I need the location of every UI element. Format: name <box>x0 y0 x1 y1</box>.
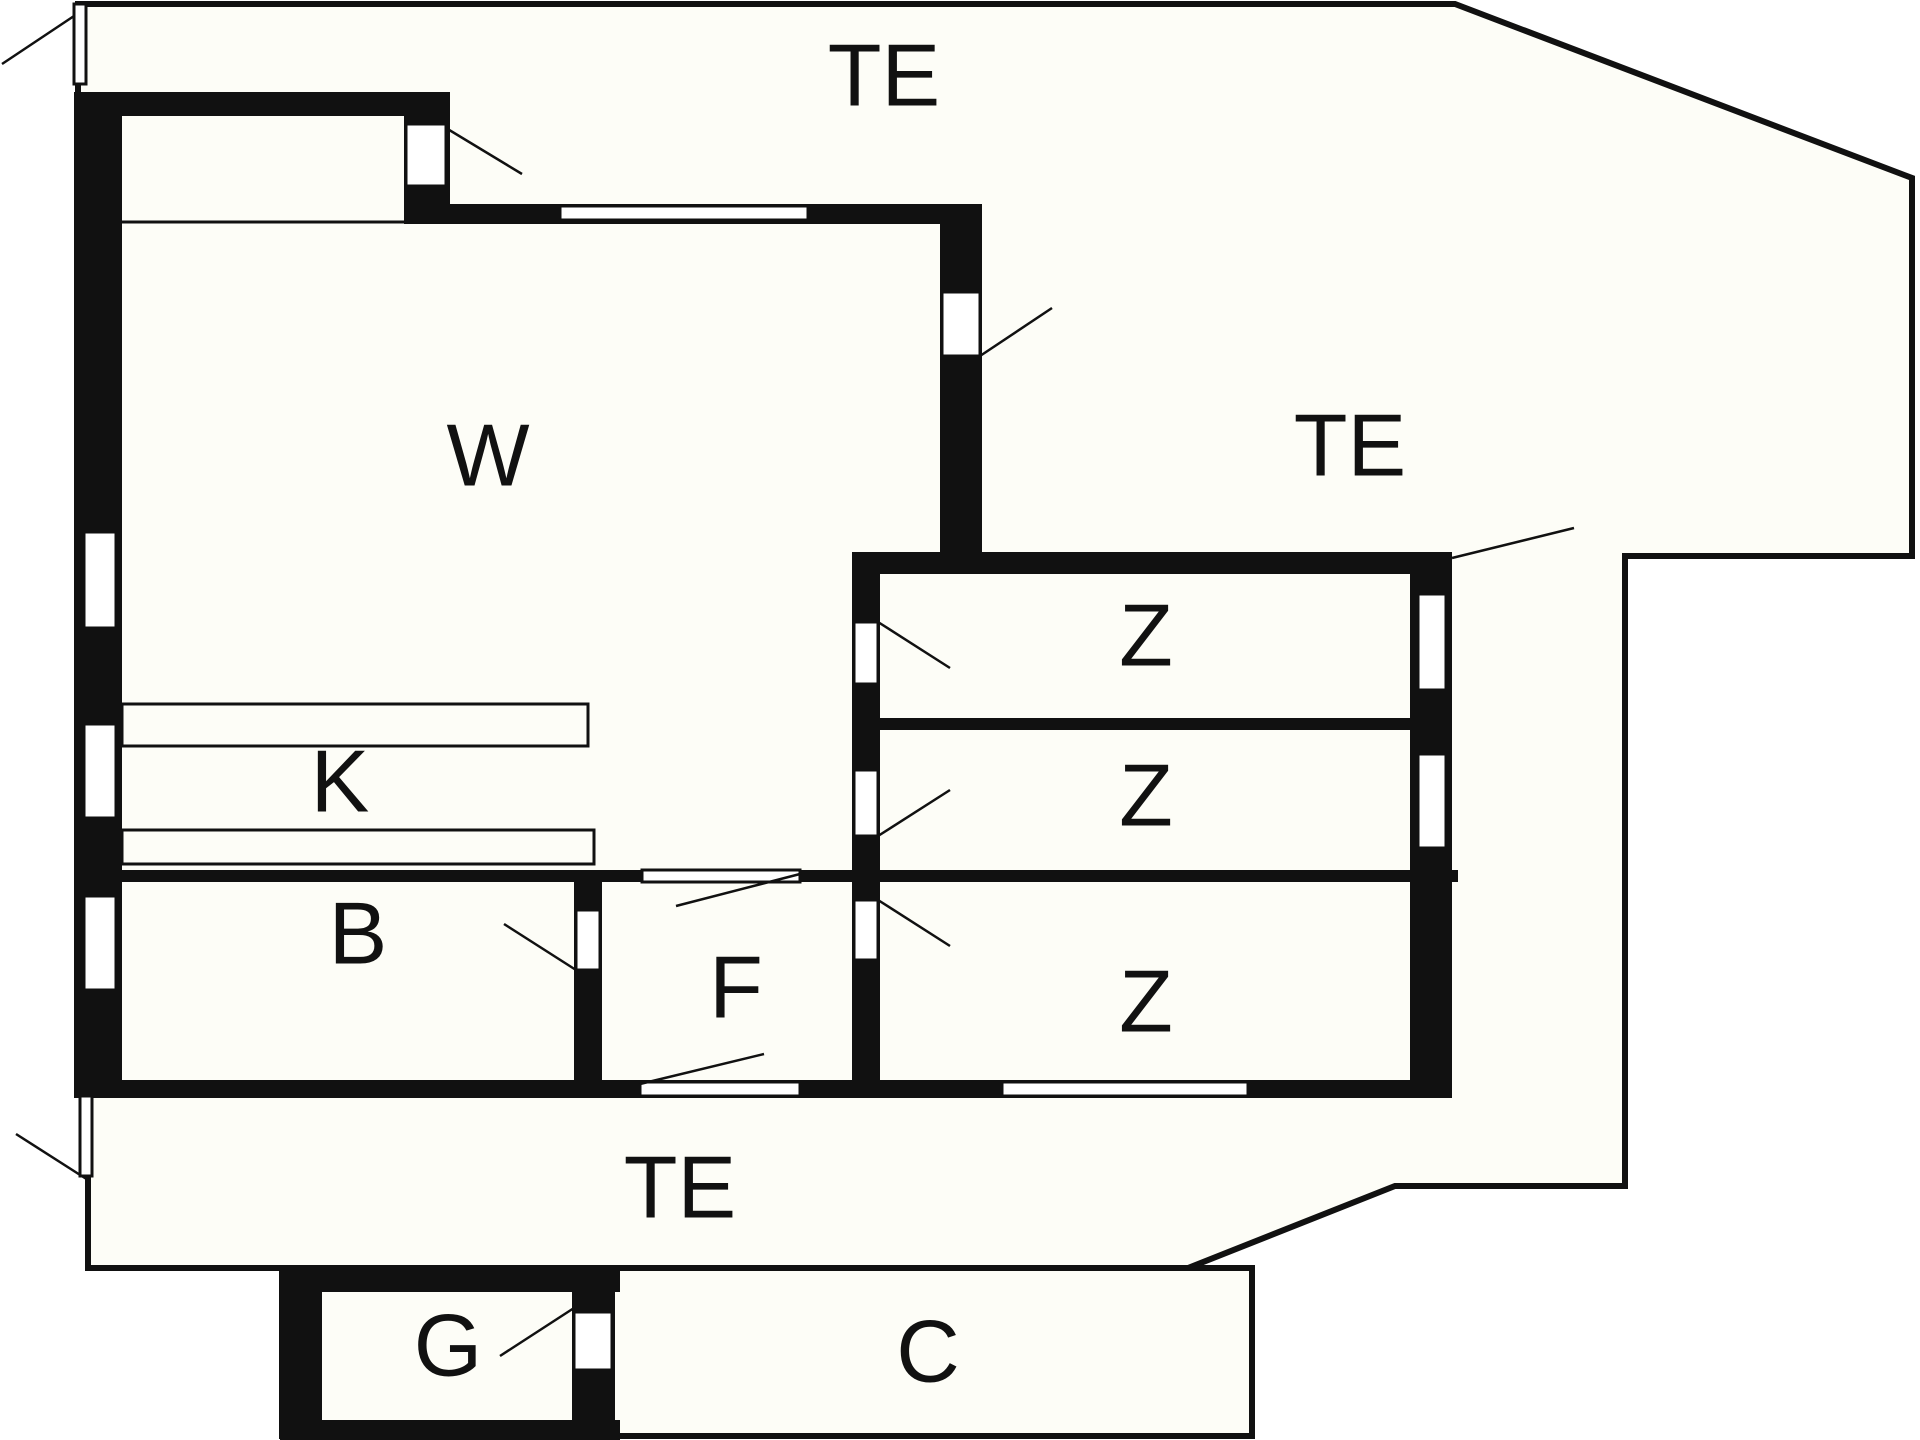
door-swing-garage <box>499 1306 575 1358</box>
door-gap-living-terrace <box>940 290 982 358</box>
label-bedroom-1: Z <box>1119 585 1173 684</box>
wall-bedroom-2-3 <box>860 870 1458 882</box>
door-swing-hall-north <box>675 872 801 908</box>
window-west-2 <box>82 722 118 820</box>
wall-bedroom-1-2 <box>860 718 1412 730</box>
garage-wall-south <box>280 1420 620 1440</box>
door-swing-bedroom-2 <box>877 788 951 838</box>
carport-area <box>609 1265 1255 1439</box>
door-gap-bedroom-2 <box>852 768 880 838</box>
garage-wall-north <box>280 1268 620 1292</box>
wall-bath-hall <box>574 870 602 1088</box>
wall-north-entry <box>74 92 450 116</box>
door-swing-bedroom-1 <box>877 620 951 670</box>
wall-north-bedrooms <box>852 552 1452 574</box>
door-gap-bedroom-3 <box>852 898 880 962</box>
door-swing-bedroom-3 <box>877 898 951 948</box>
window-south-bedroom-3 <box>1000 1080 1250 1098</box>
label-hall: F <box>709 937 763 1036</box>
kitchen-counter-lower <box>120 828 596 866</box>
window-west-1 <box>82 530 118 630</box>
window-west-3 <box>82 894 118 992</box>
door-swing-right-terrace <box>1451 526 1575 560</box>
kitchen-counter-upper <box>120 702 590 748</box>
label-garage: G <box>414 1295 482 1394</box>
window-north-living <box>558 204 810 222</box>
window-east-bedroom-1 <box>1416 592 1448 692</box>
wall-living-east <box>940 204 982 566</box>
door-gap-bedroom-1 <box>852 620 880 686</box>
label-terrace-top: TE <box>828 25 940 124</box>
door-gap-garage <box>572 1310 614 1372</box>
door-gap-entry <box>404 122 448 188</box>
door-gap-south-terrace <box>78 1094 94 1178</box>
door-swing-south-terrace <box>15 1132 89 1182</box>
label-living: W <box>446 405 529 504</box>
garage-wall-west <box>280 1268 322 1440</box>
door-swing-entry <box>445 126 523 176</box>
house-interior <box>88 100 1443 1088</box>
door-gap-bath <box>574 908 602 972</box>
door-gap-hall-south <box>638 1080 802 1098</box>
door-swing-north-terrace <box>1 14 75 66</box>
label-terrace-bottom: TE <box>624 1137 736 1236</box>
label-carport: C <box>896 1301 960 1400</box>
label-bedroom-3: Z <box>1119 951 1173 1050</box>
label-terrace-right: TE <box>1294 395 1406 494</box>
label-kitchen: K <box>311 731 370 830</box>
label-bath: B <box>329 883 388 982</box>
door-swing-living <box>979 306 1053 358</box>
door-gap-north-terrace <box>72 2 88 86</box>
window-east-bedroom-2 <box>1416 752 1448 850</box>
label-bedroom-2: Z <box>1119 745 1173 844</box>
door-gap-hall-north <box>640 868 802 884</box>
door-swing-bath <box>503 922 577 972</box>
door-swing-hall-south <box>639 1052 765 1086</box>
